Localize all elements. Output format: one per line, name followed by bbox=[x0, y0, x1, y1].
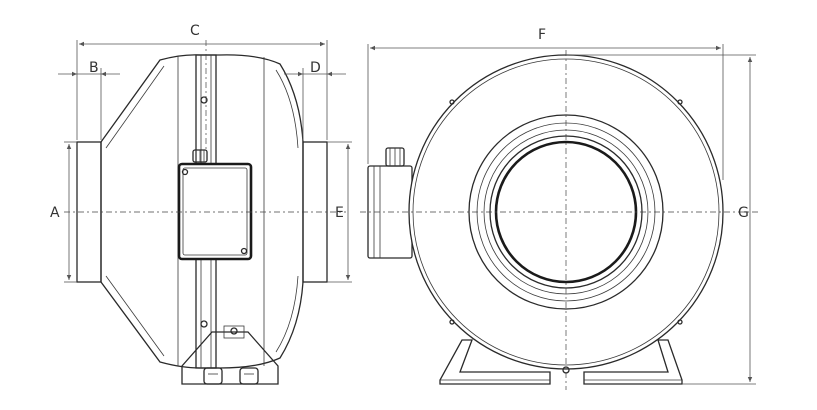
mounting-foot bbox=[181, 331, 279, 385]
body-inner-line-right bbox=[275, 69, 299, 149]
terminal-box bbox=[177, 162, 253, 261]
dimension-label-c: C bbox=[190, 23, 200, 39]
dimension-label-b: B bbox=[89, 60, 99, 76]
front-foot-right bbox=[583, 339, 683, 385]
body-inner-line-left bbox=[105, 65, 165, 149]
front-foot-left bbox=[439, 339, 551, 385]
front-view: F G bbox=[360, 27, 760, 390]
screw-top bbox=[200, 96, 208, 104]
terminal-screw-1 bbox=[181, 168, 189, 176]
dimension-label-g: G bbox=[738, 205, 749, 221]
dimension-label-d: D bbox=[310, 60, 321, 76]
body-inner-line-right-bottom bbox=[275, 275, 299, 353]
body-inner-line-left-bottom bbox=[105, 275, 165, 357]
terminal-screw-2 bbox=[240, 247, 248, 255]
foot-slot-left bbox=[203, 367, 223, 385]
screw-bottom bbox=[200, 320, 208, 328]
foot-slot-right bbox=[239, 367, 259, 385]
dimension-label-e: E bbox=[335, 205, 344, 221]
dimension-label-f: F bbox=[538, 27, 546, 43]
side-view: C B D A E bbox=[50, 23, 352, 385]
dimension-label-a: A bbox=[50, 205, 60, 221]
